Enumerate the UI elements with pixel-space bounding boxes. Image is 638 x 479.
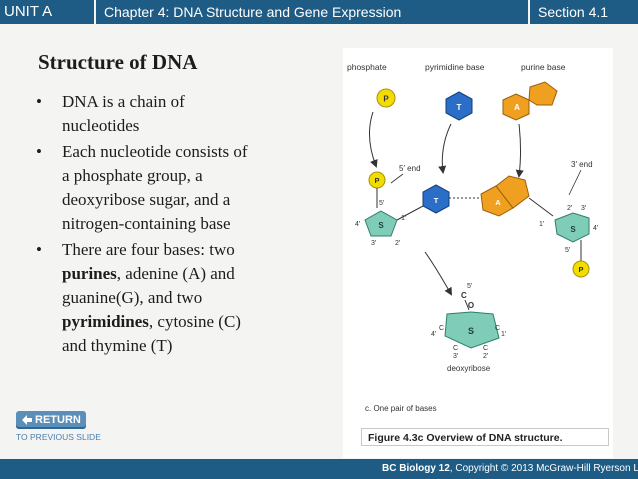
bullet-text: DNA is a chain of: [62, 92, 185, 111]
carbon-symbol: C: [495, 325, 500, 332]
header-divider: [528, 0, 530, 24]
three-end-label: 3′ end: [571, 160, 593, 169]
oxygen-symbol: O: [468, 301, 474, 310]
bullet-list: • DNA is a chain of nucleotides • Each n…: [36, 90, 326, 358]
dna-figure: phosphate pyrimidine base purine base P …: [343, 48, 613, 458]
bond-line: [464, 299, 470, 311]
bullet-text: , cytosine (C): [148, 312, 241, 331]
bullet-item: • DNA is a chain of nucleotides: [36, 90, 326, 138]
arrow: [368, 111, 378, 168]
bullet-text: nitrogen-containing base: [62, 214, 231, 233]
purine-ring-icon: [495, 175, 530, 209]
phosphate-symbol: P: [578, 265, 583, 274]
bullet-item: • Each nucleotide consists of a phosphat…: [36, 140, 326, 236]
header-bar: UNIT A Chapter 4: DNA Structure and Gene…: [0, 0, 638, 24]
thymine-symbol: T: [434, 196, 439, 205]
arrow: [424, 251, 452, 296]
bullet-text: , adenine (A) and: [116, 264, 235, 283]
arrow: [515, 123, 524, 178]
book-title: BC Biology 12: [382, 463, 450, 474]
adenine-symbol: A: [514, 103, 520, 112]
sugar-icon: [554, 212, 590, 243]
carbon-3-label: 3′: [371, 240, 377, 247]
thymine-symbol: T: [457, 103, 462, 112]
purines-term: purines: [62, 264, 117, 283]
sugar-icon: [364, 210, 398, 237]
part-c-label: c. One pair of bases: [365, 404, 437, 413]
carbon-5-label: 5′: [467, 283, 473, 290]
figure-caption: Figure 4.3c Overview of DNA structure.: [361, 428, 609, 446]
bullet-text: deoxyribose sugar, and a: [62, 190, 231, 209]
carbon-5-label: 5′: [565, 247, 571, 254]
carbon-4-label: 4′: [355, 221, 361, 228]
return-label: RETURN: [35, 414, 81, 426]
bullet-text: nucleotides: [62, 116, 140, 135]
slide-title: Structure of DNA: [38, 50, 198, 74]
phosphate-label: phosphate: [347, 62, 387, 72]
purine-ring-icon: [528, 81, 558, 106]
purine-base-label: purine base: [521, 62, 566, 72]
carbon-1-label: 1′: [539, 221, 545, 228]
carbon-symbol: C: [461, 291, 467, 300]
carbon-1-label: 1′: [401, 215, 407, 222]
carbon-3-label: 3′: [453, 353, 459, 360]
unit-label: UNIT A: [4, 3, 53, 20]
five-end-label: 5′ end: [399, 164, 421, 173]
sugar-symbol: S: [378, 221, 384, 230]
footer-bar: BC Biology 12, Copyright © 2013 McGraw-H…: [0, 459, 638, 479]
carbon-2-label: 2′: [483, 353, 489, 360]
bond-line: [396, 205, 424, 221]
deoxyribose-label: deoxyribose: [447, 364, 491, 373]
carbon-4-label: 4′: [593, 225, 599, 232]
phosphate-icon: [376, 88, 396, 108]
return-subtitle[interactable]: TO PREVIOUS SLIDE: [16, 432, 101, 442]
bullet-text: Each nucleotide consists of: [62, 142, 248, 161]
pointer-line: [568, 169, 582, 196]
bullet-item: • There are four bases: two purines, ade…: [36, 238, 326, 358]
phosphate-symbol: P: [374, 176, 379, 185]
thymine-icon: [422, 184, 450, 214]
bullet-dot: •: [36, 240, 42, 259]
carbon-2-label: 2′: [395, 240, 401, 247]
adenine-symbol: A: [495, 198, 501, 207]
sugar-symbol: S: [570, 225, 576, 234]
sugar-symbol: S: [468, 326, 474, 336]
arrow: [438, 123, 452, 174]
copyright-text: BC Biology 12, Copyright © 2013 McGraw-H…: [382, 459, 638, 479]
section-label: Section 4.1: [538, 4, 609, 20]
chapter-title: Chapter 4: DNA Structure and Gene Expres…: [104, 4, 402, 20]
pointer-line: [390, 173, 404, 184]
copyright-rest: , Copyright © 2013 McGraw-Hill Ryerson L…: [449, 463, 638, 474]
carbon-2-label: 2′: [567, 205, 573, 212]
pyrimidine-base-icon: [445, 91, 473, 121]
phosphate-symbol: P: [383, 95, 389, 104]
bullet-text: and thymine (T): [62, 336, 173, 355]
pyrimidines-term: pyrimidines: [62, 312, 149, 331]
carbon-1-label: 1′: [501, 331, 507, 338]
carbon-5-label: 5′: [379, 200, 385, 207]
bullet-text: a phosphate group, a: [62, 166, 203, 185]
deoxyribose-icon: [444, 311, 500, 349]
return-button[interactable]: RETURN: [16, 411, 86, 429]
return-arrow-icon: [22, 415, 32, 425]
bond-line: [528, 197, 554, 217]
bullet-dot: •: [36, 142, 42, 161]
header-divider: [94, 0, 96, 24]
bullet-dot: •: [36, 92, 42, 111]
bullet-text: guanine(G), and two: [62, 288, 203, 307]
carbon-4-label: 4′: [431, 331, 437, 338]
bullet-text: There are four bases: two: [62, 240, 235, 259]
pyrimidine-base-label: pyrimidine base: [425, 62, 485, 72]
carbon-3-label: 3′: [581, 205, 587, 212]
carbon-symbol: C: [453, 345, 458, 352]
dna-diagram: phosphate pyrimidine base purine base P …: [347, 62, 599, 413]
carbon-symbol: C: [483, 345, 488, 352]
phosphate-icon: [572, 260, 590, 278]
carbon-symbol: C: [439, 325, 444, 332]
